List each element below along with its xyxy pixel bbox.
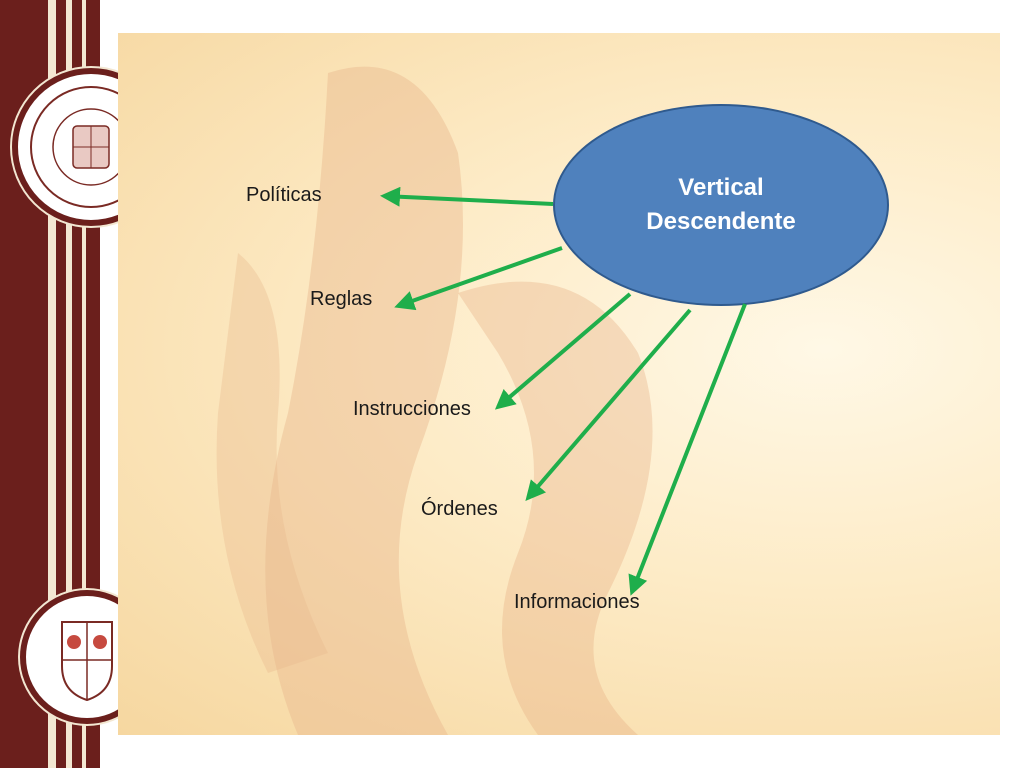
sidebar-stripe	[48, 0, 56, 768]
vertical-descendente-node: Vertical Descendente	[553, 104, 889, 306]
sidebar-stripe	[66, 0, 72, 768]
node-ordenes: Órdenes	[421, 498, 498, 520]
hub-label-line2: Descendente	[646, 208, 796, 235]
node-reglas: Reglas	[310, 288, 373, 310]
hub-label-line1: Vertical	[678, 174, 764, 201]
node-instrucciones: Instrucciones	[353, 398, 471, 420]
sidebar-stripe	[82, 0, 86, 768]
icea-shield-icon	[61, 621, 113, 702]
node-informaciones: Informaciones	[514, 591, 640, 613]
background-swoosh	[216, 66, 653, 735]
slide-canvas	[118, 33, 1000, 735]
node-politicas: Políticas	[246, 184, 322, 206]
